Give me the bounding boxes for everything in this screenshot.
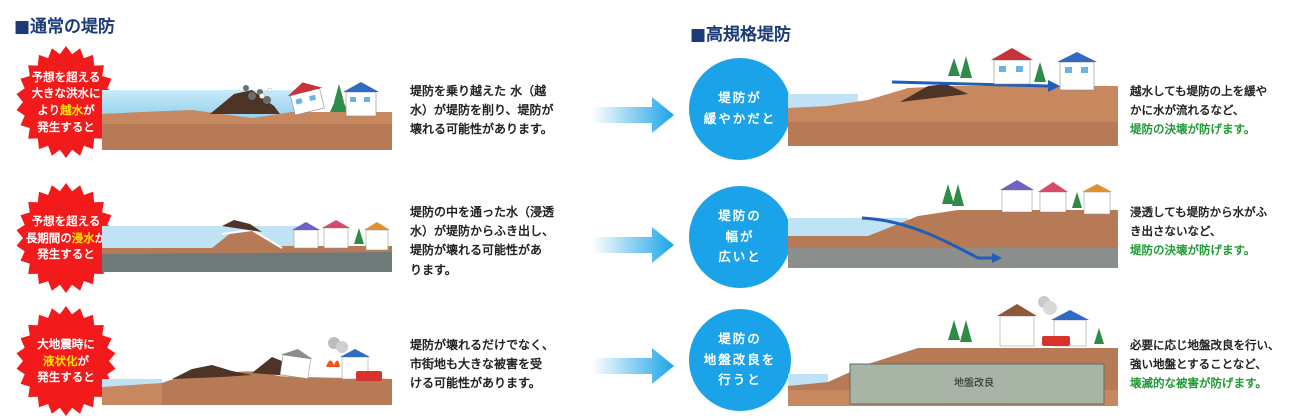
risk-line: 堤防が壊れるだけでなく、 <box>410 338 555 352</box>
effect-highlight: 堤防の決壊が防げます。 <box>1130 121 1256 136</box>
risk-line: 壊れる可能性があります。 <box>410 122 553 137</box>
risk-line: 堤防の中を通った水（浸透 <box>410 205 555 219</box>
scene-seepage-high-standard-levee <box>788 180 1118 268</box>
effect-line: 必要に応じ地盤改良を行い、 <box>1130 338 1280 352</box>
effect-line: 強い地盤とすることなど、 <box>1130 356 1267 371</box>
cause-line: 発生すると <box>37 119 95 134</box>
cause-line: 長期間の浸水が <box>25 230 107 245</box>
arrow-right-icon <box>592 348 674 384</box>
ground-improvement-label: 地盤改良 <box>954 376 994 389</box>
effect-line: かに水が流れるなど、 <box>1130 102 1245 117</box>
burst-badge-liquefaction: 大地震時に 液状化が 発生すると <box>16 306 116 416</box>
risk-line: 堤防を乗り越えた 水（越 <box>410 84 547 98</box>
cause-line: 発生すると <box>37 370 95 385</box>
cause-line: 大きな洪水に <box>31 86 101 101</box>
cause-line: 発生すると <box>37 247 95 262</box>
burst-badge-seepage: 予想を超える 長期間の浸水が 発生すると <box>16 183 116 293</box>
feature-circle-ground-improvement: 堤防の 地盤改良を 行うと <box>689 309 791 411</box>
effect-highlight: 壊滅的な被害が防げます。 <box>1130 375 1267 390</box>
cause-line: より越水が <box>37 103 95 117</box>
risk-line: 水）が堤防を削り、堤防が <box>410 103 554 118</box>
heading-high-standard-levee: ■高規格堤防 <box>690 25 792 45</box>
cause-line: 予想を超える <box>31 69 101 84</box>
feature-line: 堤防の <box>718 331 762 347</box>
feature-line: 広いと <box>718 249 762 265</box>
scene-seepage-normal-levee <box>102 220 392 272</box>
effect-text-wide-levee: 浸透しても堤防から水がふ き出さないなど、 堤防の決壊が防げます。 <box>1130 203 1267 260</box>
risk-line: 市街地も大きな被害を受 <box>410 357 543 372</box>
risk-line: 水）が堤防からふき出し、 <box>410 224 555 239</box>
effect-text-gentle-slope: 越水しても堤防の上を緩や かに水が流れるなど、 堤防の決壊が防げます。 <box>1130 82 1267 139</box>
feature-line: 地盤改良を <box>703 351 777 367</box>
effect-highlight: 堤防の決壊が防げます。 <box>1130 242 1256 257</box>
feature-line: 堤防の <box>718 208 762 224</box>
arrow-right-icon <box>592 227 674 263</box>
cause-line: 液状化が <box>43 353 89 368</box>
feature-line: 幅が <box>725 228 755 244</box>
effect-line: 浸透しても堤防から水がふ <box>1130 205 1268 219</box>
feature-line: 堤防が <box>718 90 762 106</box>
arrow-right-icon <box>592 97 674 133</box>
heading-normal-levee: ■通常の堤防 <box>14 17 116 37</box>
effect-line: 越水しても堤防の上を緩や <box>1130 84 1268 98</box>
effect-text-ground-improvement: 必要に応じ地盤改良を行い、 強い地盤とすることなど、 壊滅的な被害が防げます。 <box>1130 336 1280 393</box>
feature-circle-wide-levee: 堤防の 幅が 広いと <box>689 186 791 288</box>
scene-liquefaction-normal-levee <box>102 337 392 405</box>
scene-overflow-normal-levee <box>102 82 392 150</box>
cause-line: 予想を超える <box>31 213 101 228</box>
risk-line: ります。 <box>410 262 457 277</box>
risk-description-seepage: 堤防の中を通った水（浸透 水）が堤防からふき出し、 堤防が壊れる可能性があ りま… <box>410 203 554 280</box>
risk-description-overflow: 堤防を乗り越えた 水（越 水）が堤防を削り、堤防が 壊れる可能性があります。 <box>410 82 554 140</box>
scene-overflow-high-standard-levee <box>788 48 1118 146</box>
burst-badge-overflow: 予想を超える 大きな洪水に より越水が 発生すると <box>16 46 116 158</box>
risk-description-liquefaction: 堤防が壊れるだけでなく、 市街地も大きな被害を受 ける可能性があります。 <box>410 336 554 394</box>
cause-line: 大地震時に <box>37 336 95 351</box>
risk-line: ける可能性があります。 <box>410 376 541 391</box>
risk-line: 堤防が壊れる可能性があ <box>410 243 543 258</box>
effect-line: き出さないなど、 <box>1130 223 1222 238</box>
feature-line: 行うと <box>718 372 762 388</box>
scene-ground-improvement-high-standard-levee: 地盤改良 <box>788 296 1118 406</box>
feature-circle-gentle-slope: 堤防が 緩やかだと <box>689 58 791 160</box>
feature-line: 緩やかだと <box>703 111 777 126</box>
